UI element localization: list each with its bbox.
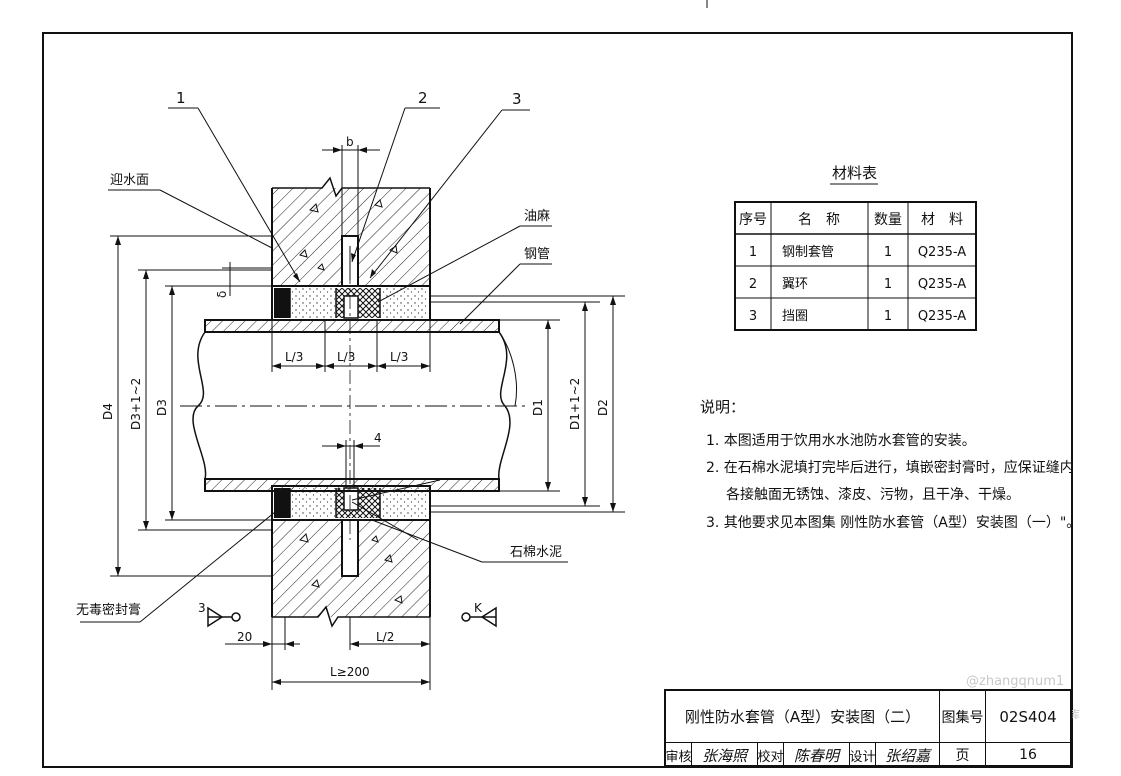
note-2-cont: 各接触面无锈蚀、漆皮、污物，且干净、干燥。 xyxy=(726,487,1020,503)
label-steel-pipe: 钢管 xyxy=(524,247,550,262)
note-1: 1. 本图适用于饮用水水池防水套管的安装。 xyxy=(706,433,976,449)
material-table: 材料表 序号 名 称 数量 材 料 1 钢制套管 1 Q235-A 2 翼环 1… xyxy=(734,164,977,331)
dim-delta: δ xyxy=(215,291,229,298)
left-dimensions xyxy=(110,235,272,577)
section-mark-left xyxy=(207,606,241,628)
review-label: 审核 xyxy=(666,743,692,767)
dim-d1-range: D1+1~2 xyxy=(568,378,582,430)
sheet-frame xyxy=(42,32,1073,768)
watermark-user: @zhangqnum1 xyxy=(966,674,1065,689)
cell-r3-index: 3 xyxy=(749,309,757,324)
atlas-label: 图集号 xyxy=(940,691,986,743)
title-block: 刚性防水套管（A型）安装图（二） 图集号 02S404 审核 张海照 校对 陈春… xyxy=(664,689,1072,767)
check-signature: 陈春明 xyxy=(784,743,850,767)
note-2: 2. 在石棉水泥填打完毕后进行，填嵌密封膏时，应保证缝内 xyxy=(706,460,1074,476)
material-table-title: 材料表 xyxy=(832,164,877,182)
cell-r1-qty: 1 xyxy=(884,245,892,260)
page-number: 16 xyxy=(1019,747,1037,763)
page-label: 页 xyxy=(940,743,986,767)
dim-l3-c: L/3 xyxy=(390,350,408,364)
note-3: 3. 其他要求见本图集 刚性防水套管（A型）安装图（一）"。 xyxy=(706,515,1081,531)
cell-r2-name: 翼环 xyxy=(782,277,808,292)
cell-r3-name: 挡圈 xyxy=(782,309,808,324)
dim-l3-a: L/3 xyxy=(285,350,303,364)
th-qty: 数量 xyxy=(874,212,902,228)
packing-upper xyxy=(271,285,431,321)
cell-r3-qty: 1 xyxy=(884,309,892,324)
dim-d3: D3 xyxy=(155,399,169,416)
dim-d2: D2 xyxy=(596,399,610,416)
label-asbestos-cement: 石棉水泥 xyxy=(510,545,562,560)
callout-3: 3 xyxy=(512,90,522,108)
atlas-number: 02S404 xyxy=(986,691,1070,743)
dim-4: 4 xyxy=(374,431,382,445)
cell-r2-index: 2 xyxy=(749,277,757,292)
steel-pipe-bottom-wall xyxy=(204,478,500,492)
cell-r2-qty: 1 xyxy=(884,277,892,292)
notes-heading: 说明： xyxy=(700,398,746,416)
design-signature: 张绍嘉 xyxy=(876,743,940,767)
dim-l-min: L≥200 xyxy=(330,665,370,679)
cell-r2-material: Q235-A xyxy=(918,277,966,292)
dim-b: b xyxy=(346,135,354,149)
dim-l3-b: L/3 xyxy=(337,350,355,364)
dim-d3-range: D3+1~2 xyxy=(129,378,143,430)
cell-r1-index: 1 xyxy=(749,245,757,260)
section-label-left: 3 xyxy=(198,601,206,615)
label-hemp: 油麻 xyxy=(524,209,550,224)
design-label: 设计 xyxy=(850,743,876,767)
dim-l2: L/2 xyxy=(376,630,394,644)
leader-lines xyxy=(80,107,568,623)
check-label: 校对 xyxy=(758,743,784,767)
callout-2: 2 xyxy=(418,89,428,107)
cell-r3-material: Q235-A xyxy=(918,309,966,324)
dim-d4: D4 xyxy=(101,403,115,420)
dim-d1: D1 xyxy=(531,399,545,416)
right-dimensions xyxy=(430,295,625,513)
dim-20: 20 xyxy=(237,630,252,644)
section-mark-right xyxy=(461,606,497,628)
th-name: 名 称 xyxy=(798,212,840,228)
horizontal-dimensions xyxy=(225,145,431,690)
label-water-face: 迎水面 xyxy=(110,173,149,188)
cell-r1-name: 钢制套管 xyxy=(782,244,834,260)
label-sealant: 无毒密封膏 xyxy=(76,602,141,618)
th-index: 序号 xyxy=(739,212,767,228)
cell-r1-material: Q235-A xyxy=(918,245,966,260)
th-material: 材 料 xyxy=(921,212,963,228)
callout-1: 1 xyxy=(176,89,186,107)
drawing-title: 刚性防水套管（A型）安装图（二） xyxy=(666,691,940,743)
section-label-right: K xyxy=(474,601,483,615)
steel-pipe-top-wall xyxy=(204,319,500,333)
review-signature: 张海照 xyxy=(692,743,758,767)
